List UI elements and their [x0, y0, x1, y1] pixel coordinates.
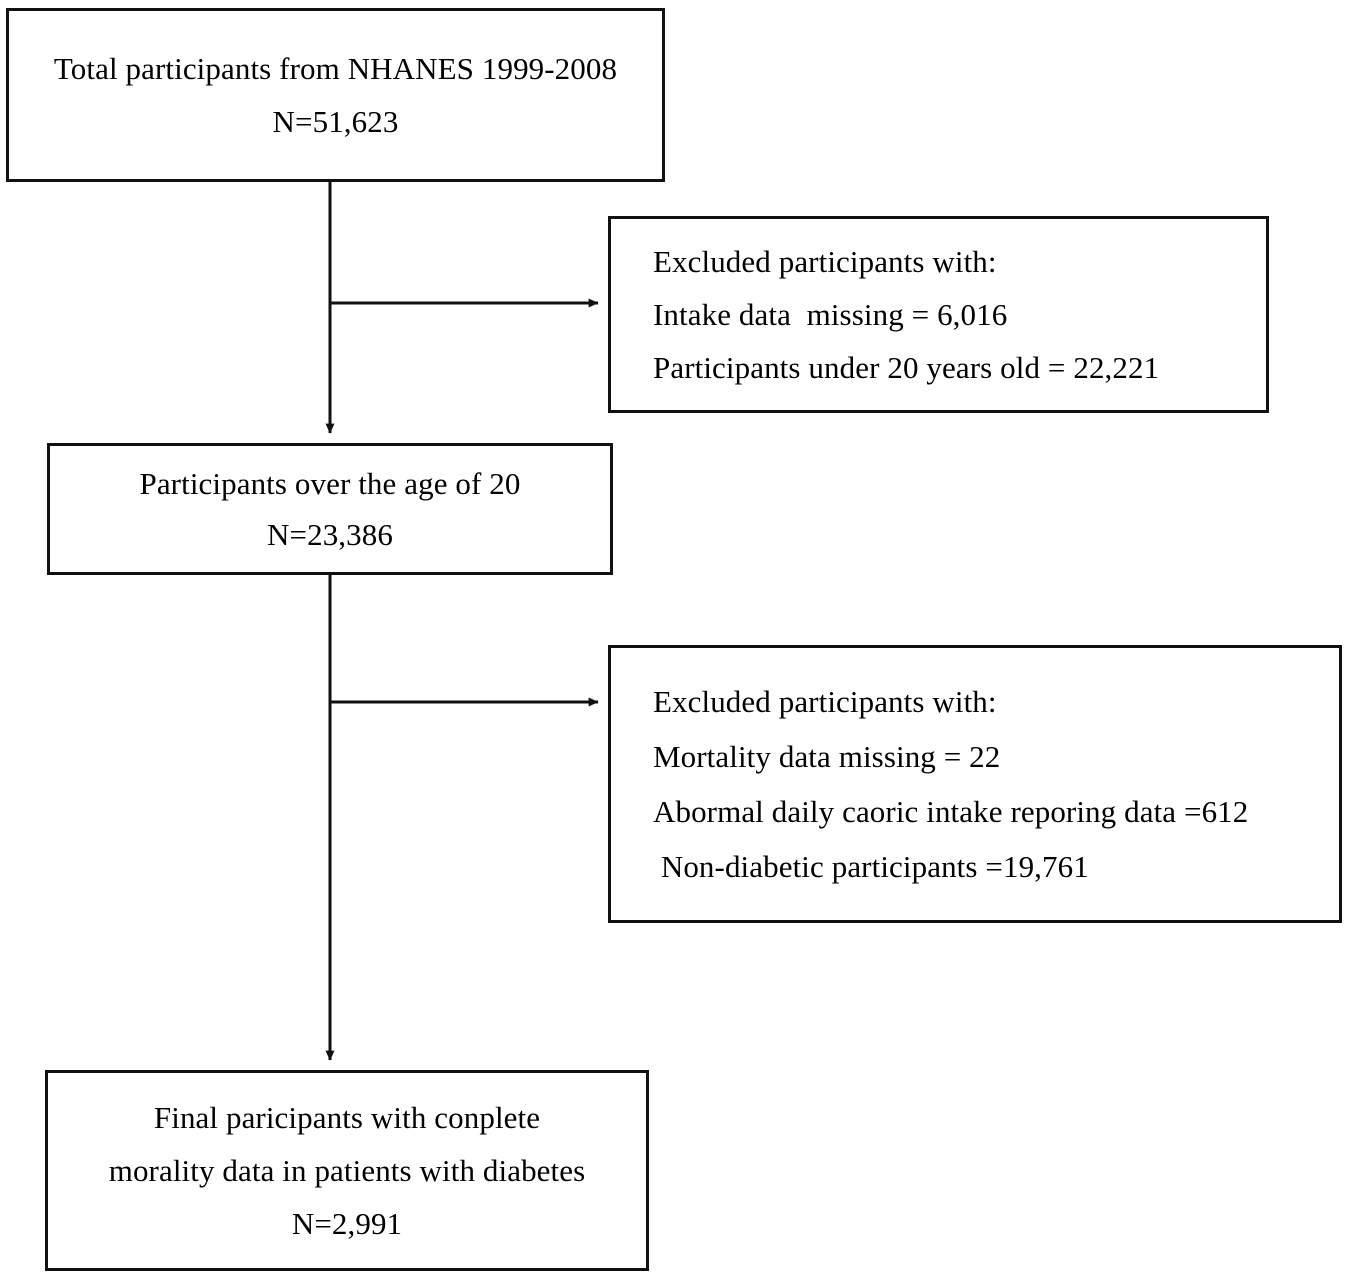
node-final-line-2: morality data in patients with diabetes — [108, 1153, 586, 1188]
excluded-2-heading: Excluded participants with: — [653, 684, 997, 719]
node-excluded-step-2: Excluded participants with: Mortality da… — [608, 645, 1342, 923]
excluded-1-reason-intake-missing: Intake data missing = 6,016 — [653, 297, 1008, 332]
node-final-participants: Final paricipants with conplete morality… — [45, 1070, 649, 1271]
node-final-line-1: Final paricipants with conplete — [153, 1100, 541, 1135]
node-total-participants: Total participants from NHANES 1999-2008… — [6, 8, 665, 182]
node-participants-over-20: Participants over the age of 20 N=23,386 — [47, 443, 613, 575]
excluded-2-reason-mortality-missing: Mortality data missing = 22 — [653, 739, 1001, 774]
node-excluded-step-1: Excluded participants with: Intake data … — [608, 216, 1269, 413]
node-final-count: N=2,991 — [291, 1206, 403, 1241]
excluded-2-reason-abnormal-intake: Abormal daily caoric intake reporing dat… — [653, 794, 1249, 829]
excluded-2-reason-non-diabetic: Non-diabetic participants =19,761 — [653, 849, 1089, 884]
excluded-1-heading: Excluded participants with: — [653, 244, 997, 279]
node-total-line-1: Total participants from NHANES 1999-2008 — [53, 51, 618, 86]
node-over20-line-1: Participants over the age of 20 — [139, 466, 521, 501]
node-total-count: N=51,623 — [272, 104, 399, 139]
excluded-1-reason-under-20: Participants under 20 years old = 22,221 — [653, 350, 1160, 385]
node-over20-count: N=23,386 — [267, 517, 393, 552]
